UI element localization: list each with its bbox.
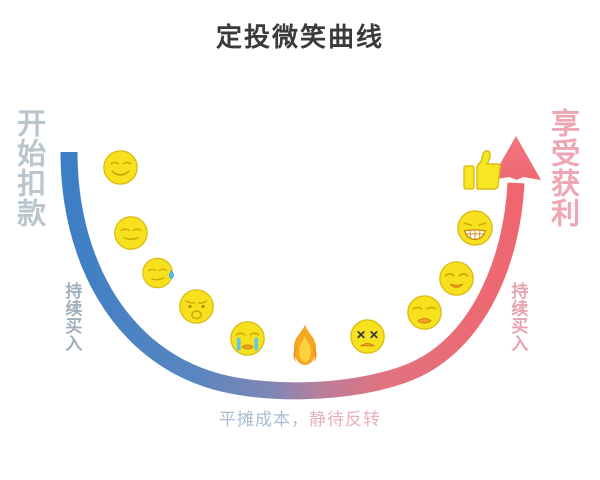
grinning-face-icon bbox=[456, 209, 494, 247]
label-start-deduction: 开始扣款 bbox=[12, 108, 47, 228]
caption-cool-text: 平摊成本， bbox=[219, 410, 309, 430]
crying-face-icon bbox=[229, 320, 266, 357]
worried-frown-face-icon bbox=[178, 288, 215, 325]
smiling-face-icon bbox=[102, 149, 139, 186]
label-enjoy-profit: 享受获利 bbox=[546, 108, 581, 228]
slight-smile-face-icon bbox=[113, 215, 149, 251]
label-keep-buying-right: 持续买入 bbox=[507, 282, 528, 352]
label-keep-buying-left: 持续买入 bbox=[61, 282, 82, 352]
content-smile-face-icon bbox=[438, 260, 475, 297]
caption: 平摊成本，静待反转 bbox=[0, 405, 600, 430]
smile-curve-path bbox=[60, 151, 525, 400]
page-title: 定投微笑曲线 bbox=[215, 23, 384, 53]
arrow-up-icon bbox=[491, 136, 541, 180]
dizzy-dead-face-icon bbox=[349, 318, 386, 355]
worried-face-icon bbox=[406, 294, 443, 331]
fire-flame-icon bbox=[288, 323, 322, 367]
sweating-face-icon bbox=[142, 255, 178, 291]
caption-warm-text: 静待反转 bbox=[309, 410, 381, 430]
thumbs-up-icon bbox=[462, 148, 504, 192]
